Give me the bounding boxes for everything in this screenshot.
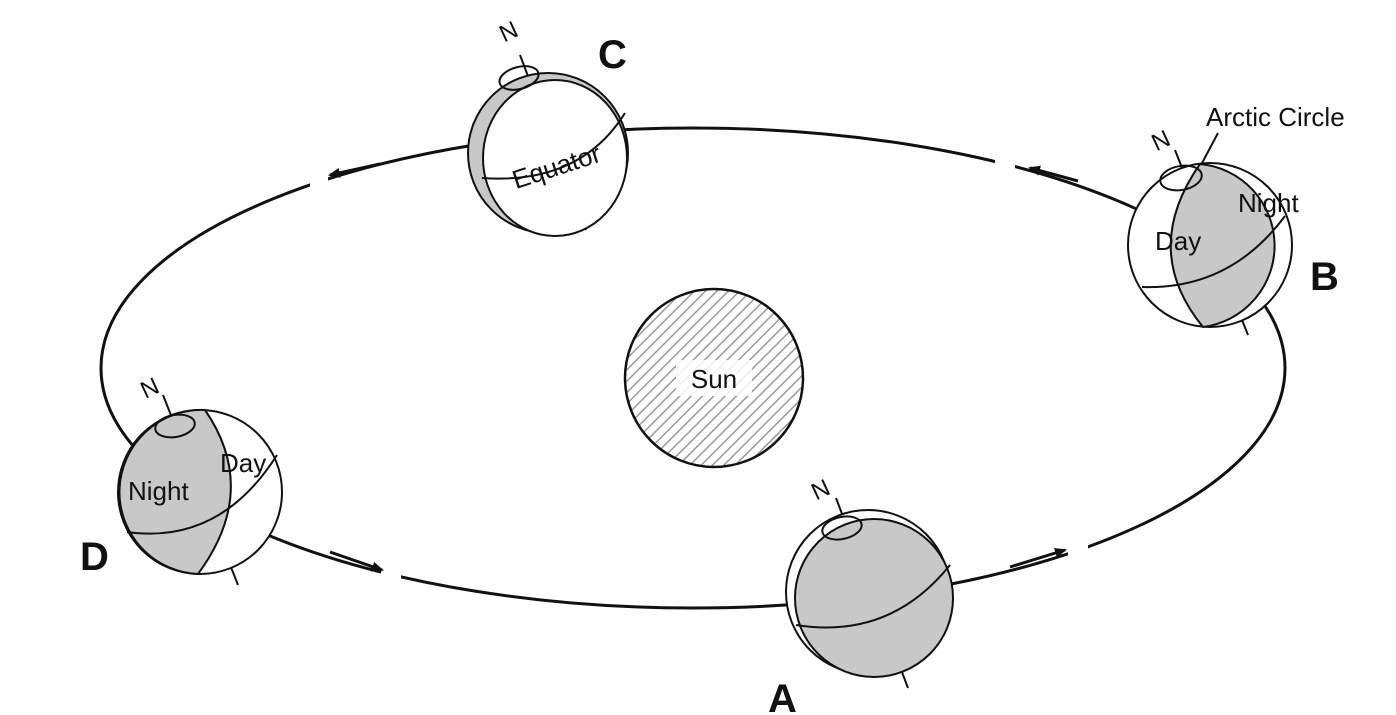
orbit-path (99, 126, 1287, 610)
night-label: Night (128, 476, 189, 506)
day-label: Day (1155, 226, 1201, 256)
position-label-d: D (80, 535, 109, 579)
orbit-arrow-icon (1009, 550, 1065, 569)
orbit-arrow-icon (330, 162, 381, 175)
position-label-b: B (1310, 255, 1339, 299)
position-label-c: C (598, 33, 627, 77)
orbit-arrow-icon (1030, 168, 1079, 183)
north-label: N (136, 373, 163, 405)
earth-position-d: N Night Day D (80, 373, 283, 586)
earth-position-b: N Arctic Circle Night Day B (1127, 102, 1345, 336)
north-label: N (807, 474, 834, 506)
sun-label: Sun (691, 364, 737, 394)
position-label-a: A (768, 677, 797, 715)
arctic-circle-label: Arctic Circle (1206, 102, 1345, 132)
earth-position-c: N Equator C (467, 16, 629, 237)
north-label: N (1147, 125, 1174, 157)
north-label: N (495, 16, 522, 48)
sun: Sun (623, 287, 805, 469)
day-label: Day (220, 448, 266, 478)
night-label: Night (1238, 188, 1299, 218)
earth-position-a: N A (768, 474, 954, 715)
orbit-arrow-icon (329, 550, 382, 570)
